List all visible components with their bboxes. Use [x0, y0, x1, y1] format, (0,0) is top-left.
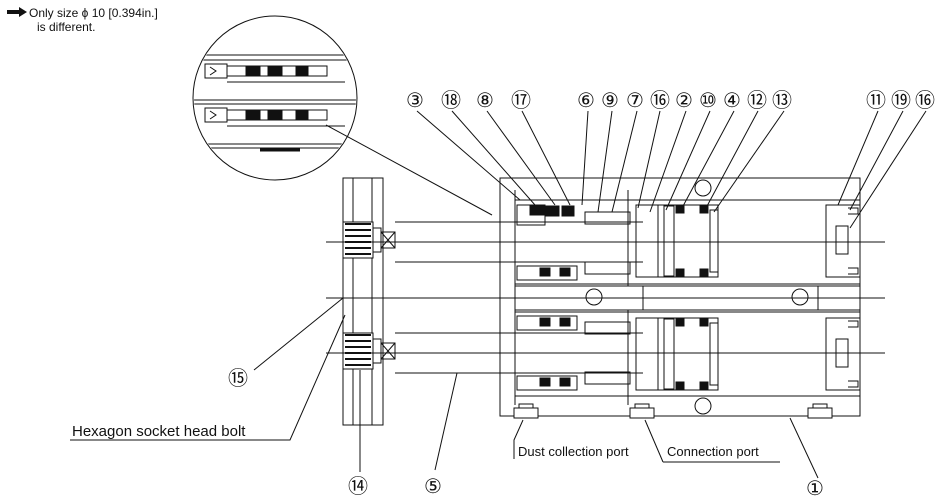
callout-7: ⑦ — [626, 88, 644, 112]
leader-lines — [70, 110, 927, 479]
right-arrow-icon — [7, 6, 29, 20]
center-axis-lines — [326, 241, 885, 354]
callout-19: ⑲ — [891, 88, 911, 112]
size-note: Only size ϕ 10 [0.394in.] is different. — [7, 6, 158, 34]
callout-2: ② — [675, 88, 693, 112]
callout-3: ③ — [406, 88, 424, 112]
callout-14: ⑭ — [348, 474, 368, 498]
label-hexagon-bolt: Hexagon socket head bolt — [72, 423, 246, 440]
callout-10: ⑩ — [699, 88, 717, 112]
size-note-line2: is different. — [37, 20, 96, 34]
callout-9: ⑨ — [601, 88, 619, 112]
callout-11: ⑪ — [866, 88, 886, 112]
callout-18: ⑱ — [441, 88, 461, 112]
callout-12: ⑫ — [747, 88, 767, 112]
callout-numbers: ③ ⑱ ⑧ ⑰ ⑥ ⑨ ⑦ ⑯ ② ⑩ ④ ⑫ ⑬ ⑪ ⑲ ⑯ ⑮ ⑭ ⑤ ① — [228, 88, 935, 500]
callout-16b: ⑯ — [915, 88, 935, 112]
callout-1: ① — [806, 476, 824, 500]
callout-8: ⑧ — [476, 88, 494, 112]
callout-17: ⑰ — [511, 88, 531, 112]
label-dust-port: Dust collection port — [518, 444, 629, 459]
callout-16a: ⑯ — [650, 88, 670, 112]
callout-15: ⑮ — [228, 366, 248, 390]
guide-rods — [395, 221, 643, 374]
callout-6: ⑥ — [577, 88, 595, 112]
label-connection-port: Connection port — [667, 444, 759, 459]
size-note-line1: Only size ϕ 10 [0.394in.] — [29, 6, 158, 20]
callout-5: ⑤ — [424, 474, 442, 498]
callout-4: ④ — [723, 88, 741, 112]
detail-magnifier — [192, 15, 493, 216]
callout-13: ⑬ — [772, 88, 792, 112]
front-plate — [342, 177, 396, 426]
